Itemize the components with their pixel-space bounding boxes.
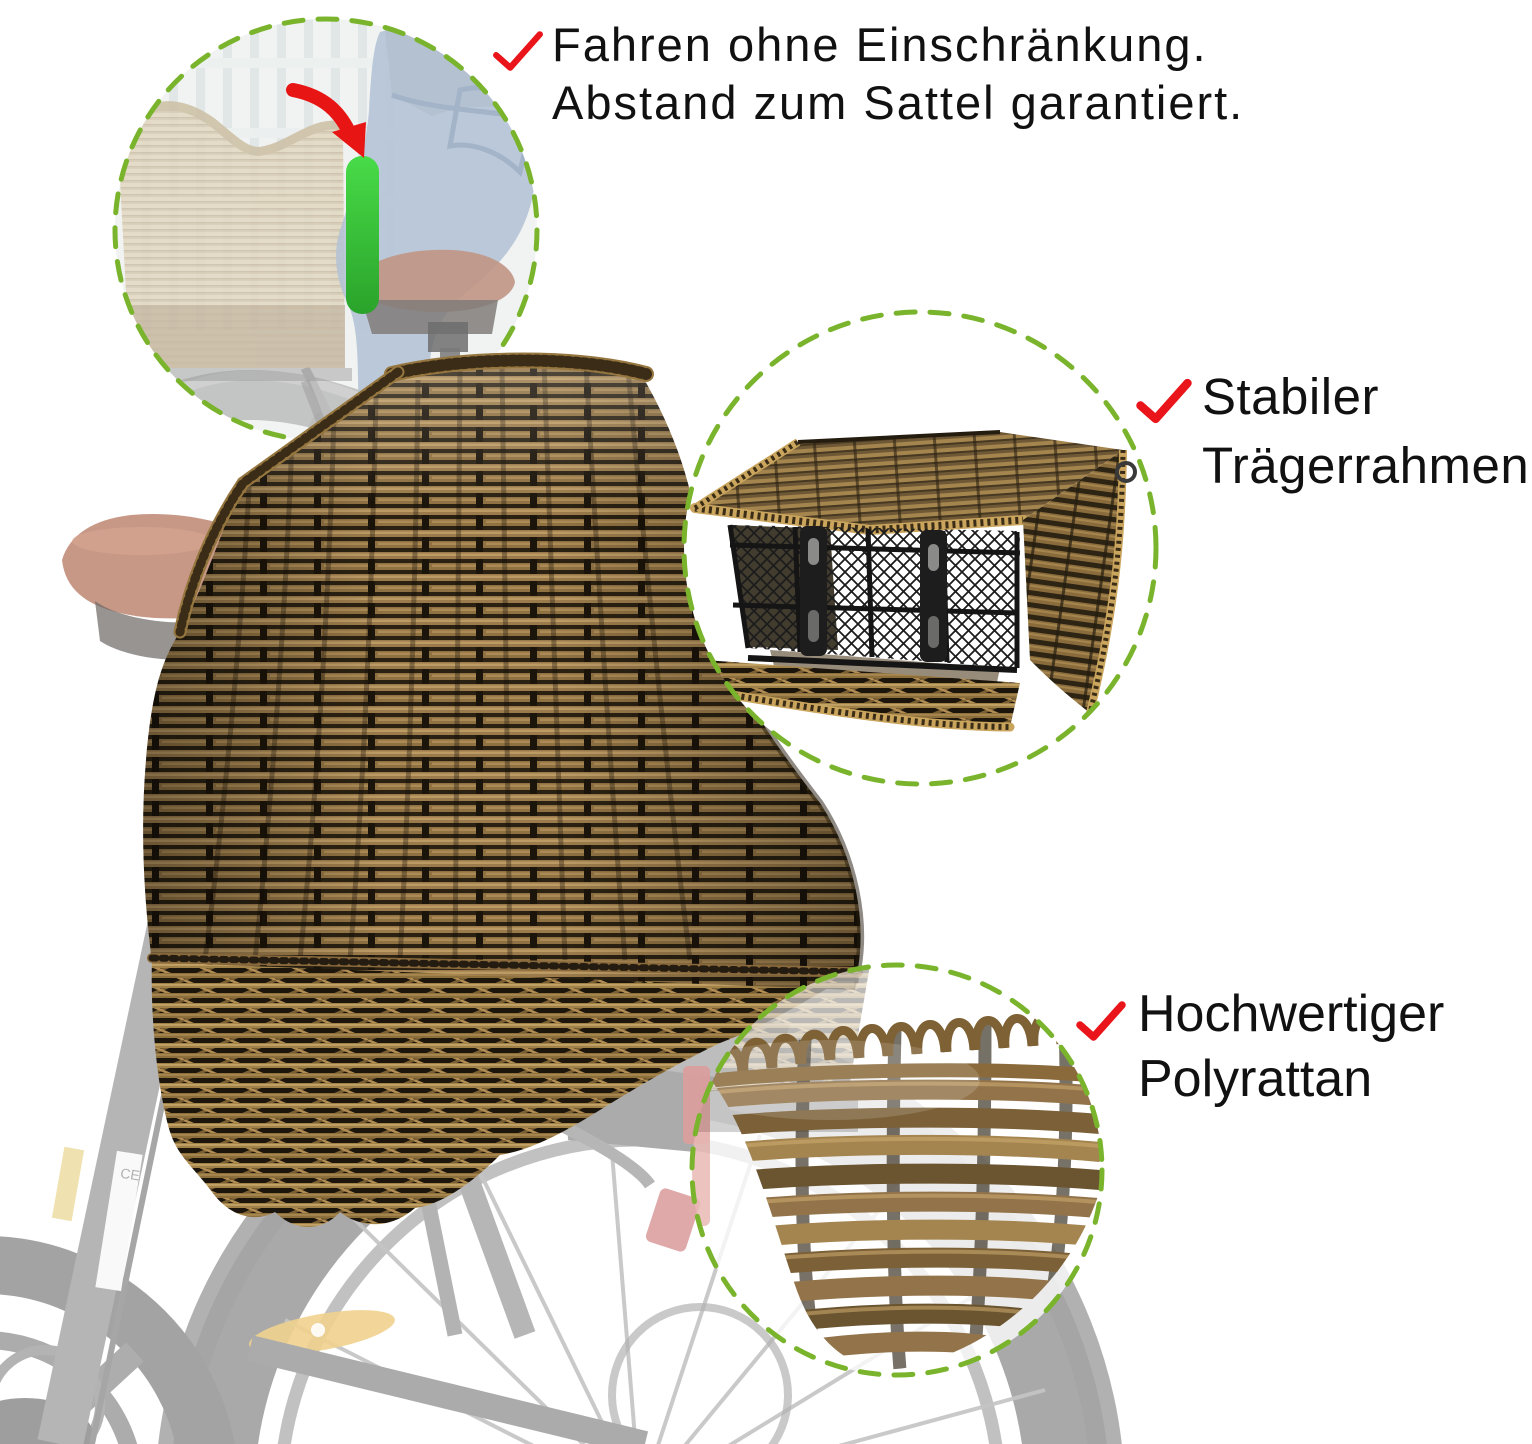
basket-skirt — [151, 958, 859, 1227]
check-icon — [1076, 1001, 1126, 1041]
callout-circle-frame — [681, 309, 1159, 787]
rear-reflector — [645, 1188, 701, 1252]
feature-frame: Stabiler Trägerrahmen — [1136, 362, 1529, 500]
zoom-circle-ring-frame — [681, 309, 1159, 787]
feature-material-line2: Polyrattan — [1138, 1050, 1373, 1108]
basket-side — [1023, 450, 1123, 713]
jeans — [336, 25, 536, 441]
carrier-frame-photo — [690, 430, 1137, 732]
frame-sticker: CE — [95, 1150, 143, 1292]
basket-bottom-band — [700, 660, 1020, 727]
feature-material: Hochwertiger Polyrattan — [1076, 982, 1444, 1112]
zoom-basket-back — [115, 101, 352, 441]
sticker-text: CE — [119, 1165, 141, 1184]
spoke-reflector — [249, 1310, 395, 1354]
feature-fit-line1: Fahren ohne Einschränkung. — [552, 18, 1208, 71]
feature-fit: Fahren ohne Einschränkung. Abstand zum S… — [492, 16, 1244, 132]
brake-disc — [608, 1303, 792, 1444]
zoom-circle-ring-fit — [112, 16, 540, 444]
zoom-rack-bar — [120, 368, 352, 381]
callout-circle-fit — [112, 16, 540, 444]
red-arrow-icon — [286, 83, 366, 158]
mesh-frame — [727, 524, 1021, 673]
feature-frame-line2: Trägerrahmen — [1202, 437, 1530, 494]
chainstay — [246, 1335, 649, 1444]
basket-rims — [147, 352, 865, 977]
feature-material-line1: Hochwertiger — [1138, 985, 1445, 1043]
green-clearance-bar — [346, 156, 379, 314]
feature-frame-line1: Stabiler — [1202, 368, 1379, 425]
zoom-circle-ring-material — [689, 962, 1105, 1378]
check-icon — [493, 31, 543, 71]
check-icon — [1136, 378, 1192, 424]
basket-lid — [695, 432, 1123, 530]
lid-loop — [1115, 461, 1137, 483]
mounting-bracket — [800, 526, 947, 662]
yellow-sticker — [51, 1146, 85, 1222]
feature-fit-line2: Abstand zum Sattel garantiert. — [552, 76, 1245, 129]
